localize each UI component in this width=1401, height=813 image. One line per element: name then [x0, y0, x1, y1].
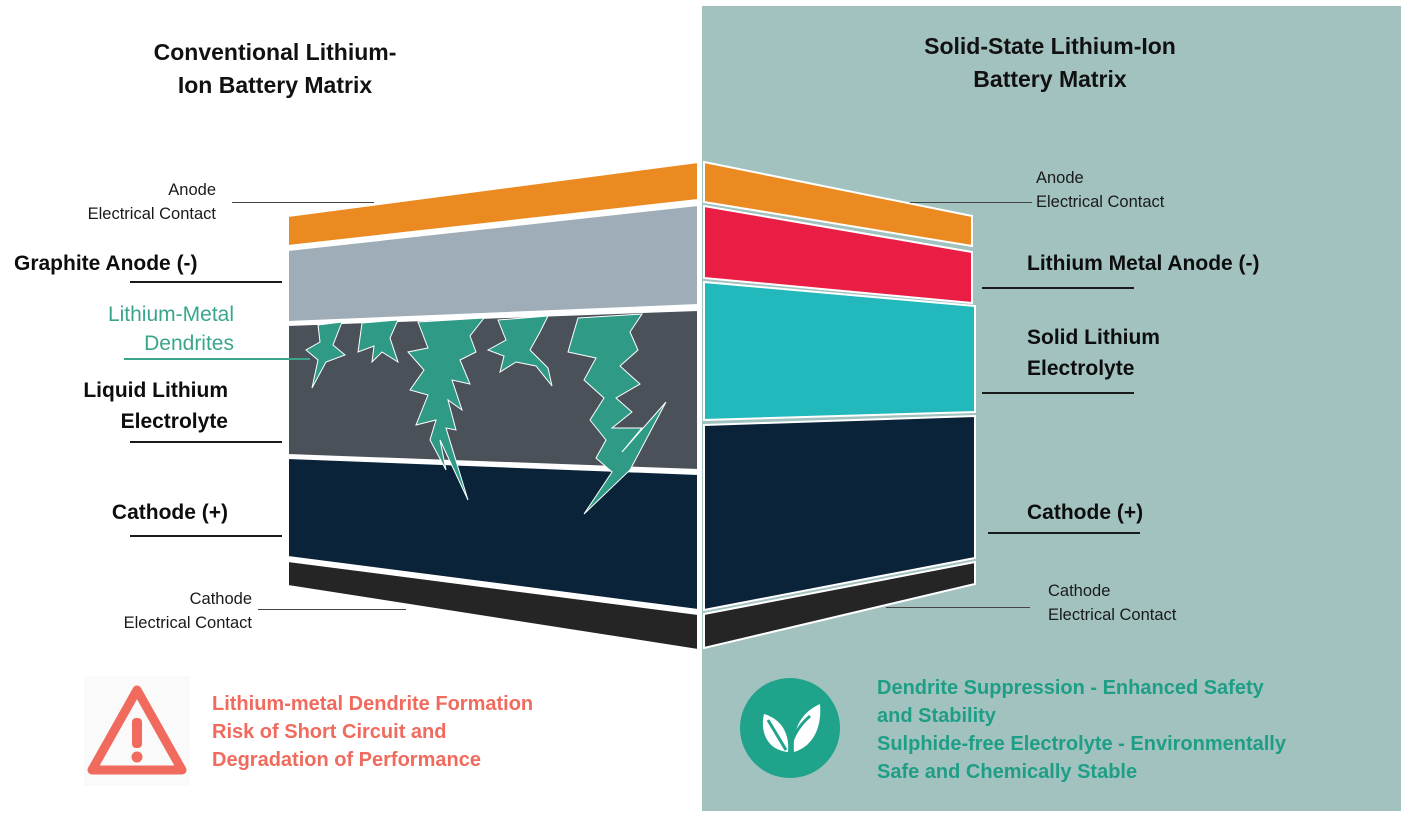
- dendrite: [407, 317, 486, 501]
- lithium-metal-dendrites: [305, 313, 667, 515]
- warning-line: Degradation of Performance: [212, 749, 481, 771]
- left-cathode-contact: [287, 559, 699, 652]
- warning-line: Risk of Short Circuit and: [212, 721, 447, 743]
- left-title: Conventional Lithium- Ion Battery Matrix: [100, 36, 450, 102]
- dendrites-label: Lithium-Metal Dendrites: [20, 300, 234, 358]
- right-title-line-1: Solid-State Lithium-Ion: [924, 33, 1176, 59]
- left-cathode-label: Cathode (+): [111, 501, 228, 524]
- label-line: Anode: [168, 181, 216, 199]
- label-line: Cathode: [1048, 582, 1111, 600]
- left-cathode-contact-label: Cathode Electrical Contact: [60, 587, 252, 635]
- benefit-line: and Stability: [877, 705, 996, 727]
- right-cathode: [703, 414, 976, 612]
- dendrite: [567, 313, 667, 515]
- right-anode-contact-label: Anode Electrical Contact: [1036, 166, 1236, 214]
- graphite-anode-label: Graphite Anode (-): [14, 252, 198, 275]
- label-line: Electrolyte: [120, 410, 228, 433]
- label-line: Anode: [1036, 169, 1084, 187]
- solid-electrolyte-label: Solid Lithium Electrolyte: [1027, 322, 1247, 384]
- label-line: Cathode: [189, 590, 252, 608]
- liquid-electrolyte-label: Liquid Lithium Electrolyte: [40, 375, 228, 437]
- right-anode-contact-leader: [910, 202, 1032, 203]
- warning-icon-box: [84, 676, 190, 786]
- solid-state-benefits-text: Dendrite Suppression - Enhanced Safety a…: [877, 674, 1286, 786]
- label-line: Electrolyte: [1027, 357, 1135, 380]
- benefit-line: Sulphide-free Electrolyte - Environmenta…: [877, 733, 1286, 755]
- label-line: Electrical Contact: [87, 205, 216, 223]
- right-cathode-leader: [988, 532, 1140, 534]
- benefit-line: Safe and Chemically Stable: [877, 761, 1138, 783]
- dendrite: [357, 319, 399, 364]
- label-line: Dendrites: [144, 332, 234, 355]
- label-line: Electrical Contact: [1048, 606, 1177, 624]
- left-title-line-1: Conventional Lithium-: [153, 39, 397, 65]
- dendrite: [486, 315, 553, 387]
- right-solid-electrolyte: [703, 280, 976, 422]
- right-title: Solid-State Lithium-Ion Battery Matrix: [880, 30, 1220, 96]
- left-graphite-anode: [287, 203, 699, 324]
- conventional-battery: [287, 160, 699, 652]
- left-anode-contact-label: Anode Electrical Contact: [60, 178, 216, 226]
- warning-triangle-icon: [87, 685, 187, 775]
- graphite-anode-leader: [130, 281, 282, 283]
- dendrites-leader: [124, 358, 310, 360]
- right-anode-contact: [703, 160, 973, 248]
- benefit-line: Dendrite Suppression - Enhanced Safety: [877, 677, 1264, 699]
- right-title-line-2: Battery Matrix: [973, 66, 1127, 92]
- left-anode-contact-leader: [232, 202, 374, 203]
- liquid-electrolyte-leader: [130, 441, 282, 443]
- solid-electrolyte-leader: [982, 392, 1134, 394]
- label-line: Electrical Contact: [1036, 193, 1165, 211]
- right-cathode-contact-label: Cathode Electrical Contact: [1048, 579, 1248, 627]
- solid-state-battery: [703, 160, 976, 650]
- right-cathode-contact: [703, 560, 976, 650]
- leaf-icon-badge: [740, 678, 840, 778]
- dendrite-warning-text: Lithium-metal Dendrite Formation Risk of…: [212, 690, 533, 774]
- left-cathode-contact-leader: [258, 609, 406, 610]
- label-line: Electrical Contact: [123, 614, 252, 632]
- lithium-metal-anode-label: Lithium Metal Anode (-): [1027, 252, 1260, 275]
- label-line: Solid Lithium: [1027, 326, 1160, 349]
- left-title-line-2: Ion Battery Matrix: [177, 72, 373, 98]
- right-lithium-metal-anode: [703, 204, 973, 305]
- label-line: Lithium-Metal: [107, 303, 234, 326]
- warning-line: Lithium-metal Dendrite Formation: [212, 693, 534, 715]
- lithium-metal-anode-leader: [982, 287, 1134, 289]
- label-line: Liquid Lithium: [83, 379, 228, 402]
- right-cathode-label: Cathode (+): [1027, 501, 1144, 524]
- dendrite: [305, 321, 346, 389]
- left-cathode-leader: [130, 535, 282, 537]
- right-cathode-contact-leader: [886, 607, 1030, 608]
- leaf-icon: [762, 704, 821, 755]
- left-anode-contact: [287, 160, 699, 248]
